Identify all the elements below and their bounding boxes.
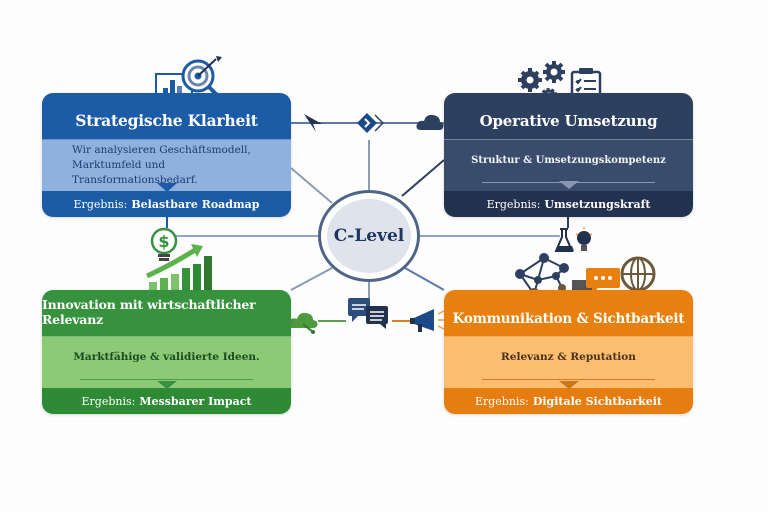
cloud-icon [416,114,444,130]
result-prefix: Ergebnis: [73,197,128,211]
megaphone-icon [410,309,446,332]
connector-diag-tr [401,159,445,197]
card-result: Ergebnis: Messbarer Impact [42,388,291,414]
chevron-down-icon [156,381,177,389]
description-text: Marktfähige & validierte Ideen. [73,351,260,363]
result-value: Messbarer Impact [139,394,252,408]
card-title: Innovation mit wirtschaftlicher Relevanz [42,290,291,337]
card-result: Ergebnis: Belastbare Roadmap [42,191,291,217]
card-innovation: Innovation mit wirtschaftlicher Relevanz… [42,290,291,414]
connector-diag-bl [290,267,333,291]
chevron-down-icon [558,181,579,189]
card-result: Ergebnis: Umsetzungskraft [444,191,693,217]
result-value: Umsetzungskraft [544,197,651,211]
card-description: Marktfähige & validierte Ideen. [42,337,291,389]
description-text: Relevanz & Reputation [501,351,636,363]
description-line-2: Marktumfeld und Transformationsbedarf. [72,159,198,186]
card-operative-implementation: Operative Umsetzung Struktur & Umsetzung… [444,93,693,217]
divider [80,379,253,380]
center-node-c-level: C-Level [318,190,420,282]
result-value: Digitale Sichtbarkeit [532,394,663,408]
description-line-1: Wir analysieren Geschäftsmodell, [72,144,251,156]
card-description: Wir analysieren Geschäftsmodell, Marktum… [42,140,291,192]
result-prefix: Ergebnis: [474,394,529,408]
lightbulb-growth-icon: $ [145,227,212,290]
network-chat-globe-icon [515,253,656,300]
flask-lightbulb-icon [554,227,593,252]
result-prefix: Ergebnis: [81,394,136,408]
chevron-down-icon [156,183,177,192]
result-value: Belastbare Roadmap [131,197,260,211]
svg-text:$: $ [158,232,169,251]
chat-bubbles-icon [348,298,388,329]
result-prefix: Ergebnis: [486,197,541,211]
card-description: Struktur & Umsetzungskompetenz [444,140,693,191]
card-communication-visibility: Kommunikation & Sichtbarkeit Relevanz & … [444,290,693,414]
card-strategic-clarity: Strategische Klarheit Wir analysieren Ge… [42,93,291,217]
paper-plane-icon [304,114,322,132]
card-description: Relevanz & Reputation [444,337,693,389]
card-title: Kommunikation & Sichtbarkeit [444,290,693,337]
center-label: C-Level [327,199,411,273]
connector-diag-tl [290,167,333,204]
description-text: Struktur & Umsetzungskompetenz [471,155,666,166]
cloud-network-icon [288,312,318,334]
card-title: Strategische Klarheit [42,93,291,140]
card-title: Operative Umsetzung [444,93,693,140]
connector-diag-br [404,267,445,291]
chevron-down-icon [558,381,579,389]
forward-diamond-icon [357,113,384,133]
card-result: Ergebnis: Digitale Sichtbarkeit [444,388,693,414]
divider [482,379,655,380]
